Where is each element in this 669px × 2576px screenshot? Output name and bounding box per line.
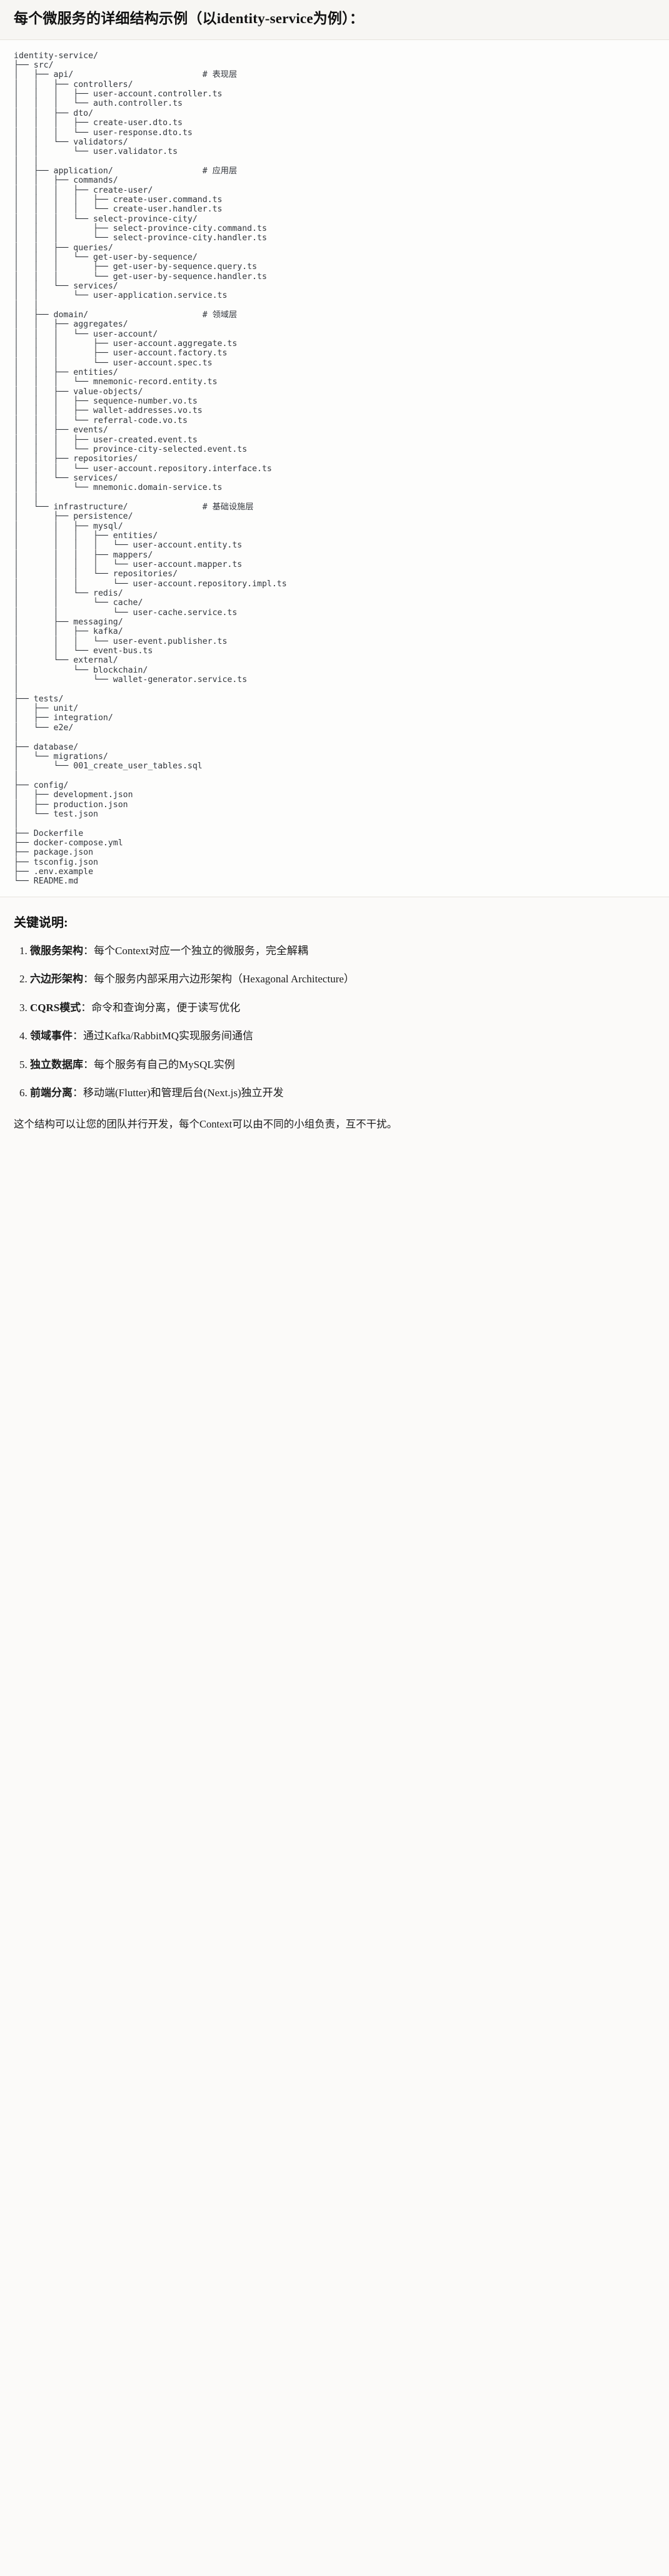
directory-tree-code: identity-service/ ├── src/ │ ├── api/ # … <box>14 51 287 887</box>
key-note-desc: ：每个服务内部采用六边形架构（Hexagonal Architecture） <box>83 973 355 985</box>
closing-paragraph: 这个结构可以让您的团队并行开发，每个Context可以由不同的小组负责，互不干扰… <box>14 1117 398 1130</box>
key-note-item: CQRS模式：命令和查询分离，便于读写优化 <box>30 1000 655 1016</box>
key-note-item: 前端分离：移动端(Flutter)和管理后台(Next.js)独立开发 <box>30 1085 655 1101</box>
key-notes-title: 关键说明: <box>14 915 68 930</box>
key-note-desc: ：移动端(Flutter)和管理后台(Next.js)独立开发 <box>73 1087 284 1099</box>
key-note-item: 六边形架构：每个服务内部采用六边形架构（Hexagonal Architectu… <box>30 971 655 987</box>
key-note-term: 独立数据库 <box>30 1058 83 1071</box>
key-notes-section: 关键说明: 微服务架构：每个Context对应一个独立的微服务，完全解耦六边形架… <box>0 897 669 1149</box>
key-note-desc: ：命令和查询分离，便于读写优化 <box>81 1001 241 1014</box>
key-note-desc: ：每个Context对应一个独立的微服务，完全解耦 <box>83 944 308 957</box>
key-note-item: 领域事件：通过Kafka/RabbitMQ实现服务间通信 <box>30 1028 655 1044</box>
key-note-term: 六边形架构 <box>30 973 83 985</box>
key-note-term: 领域事件 <box>30 1030 73 1042</box>
page-title: 每个微服务的详细结构示例（以identity-service为例）： <box>14 11 365 26</box>
code-block-container: identity-service/ ├── src/ │ ├── api/ # … <box>0 39 669 897</box>
key-note-item: 独立数据库：每个服务有自己的MySQL实例 <box>30 1057 655 1073</box>
heading-band: 每个微服务的详细结构示例（以identity-service为例）： <box>0 0 669 40</box>
key-note-desc: ：每个服务有自己的MySQL实例 <box>83 1058 235 1071</box>
key-note-term: CQRS模式 <box>30 1001 81 1014</box>
document-page: 每个微服务的详细结构示例（以identity-service为例）： ident… <box>0 0 669 1149</box>
key-note-term: 微服务架构 <box>30 944 83 957</box>
key-note-item: 微服务架构：每个Context对应一个独立的微服务，完全解耦 <box>30 943 655 959</box>
key-notes-list: 微服务架构：每个Context对应一个独立的微服务，完全解耦六边形架构：每个服务… <box>14 943 655 1101</box>
key-note-term: 前端分离 <box>30 1087 73 1099</box>
key-note-desc: ：通过Kafka/RabbitMQ实现服务间通信 <box>73 1030 253 1042</box>
